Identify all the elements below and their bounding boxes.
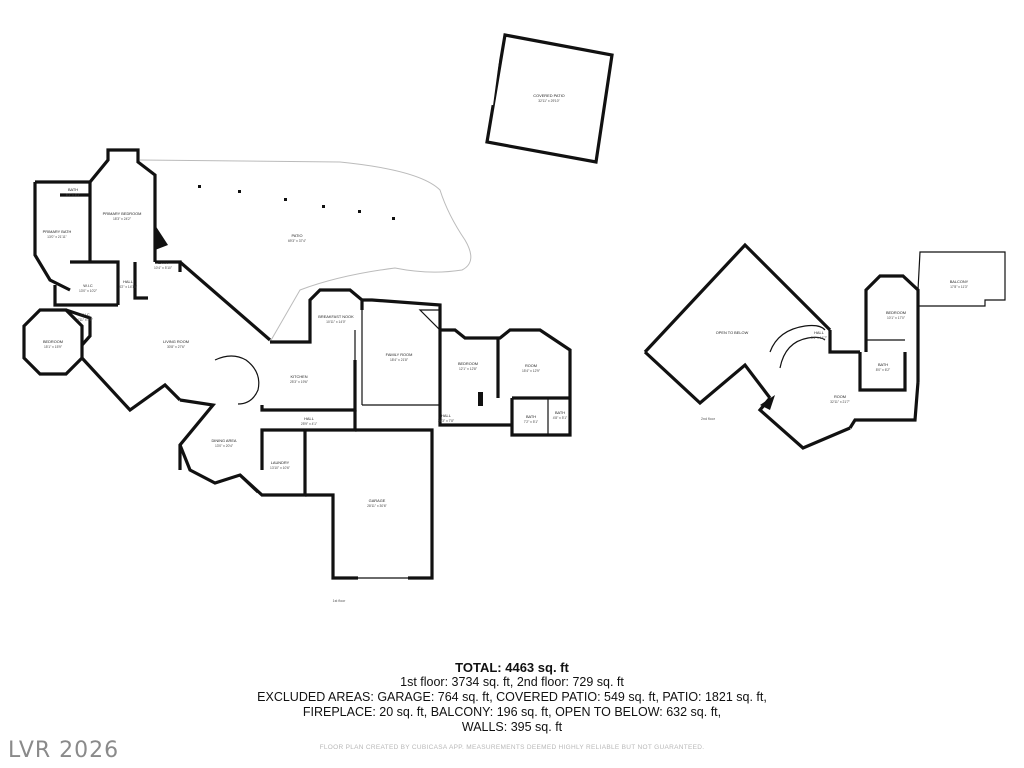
room-name-open-to-below: OPEN TO BELOW xyxy=(716,330,749,335)
room-name-bath-5: BATH xyxy=(878,362,888,367)
room-dims-patio: 69'3" x 37'4" xyxy=(288,239,307,243)
second-floor-walls xyxy=(643,242,1006,450)
room-name-dining-area: DINING AREA xyxy=(211,438,236,443)
room-name-bath-3: BATH xyxy=(526,414,536,419)
room-name-hall-2: HALL xyxy=(304,416,315,421)
room-name-balcony: BALCONY xyxy=(950,279,969,284)
room-name-family-room: FAMILY ROOM xyxy=(386,352,413,357)
excluded-areas-line-2: FIREPLACE: 20 sq. ft, BALCONY: 196 sq. f… xyxy=(302,705,722,719)
room-dims-room-1: 15'4" x 12'9" xyxy=(522,369,541,373)
room-dims-wic-1: 13'0" x 10'2" xyxy=(79,289,98,293)
room-name-kitchen: KITCHEN xyxy=(290,374,307,379)
room-name-living-room: LIVING ROOM xyxy=(163,339,189,344)
room-dims-bath-1: 5'1" x 6'1" xyxy=(66,193,81,197)
room-name-bedroom-3: BEDROOM xyxy=(886,310,906,315)
room-dims-dining-area: 13'0" x 20'4" xyxy=(215,444,234,448)
room-dims-bath-5: 8'0" x 6'2" xyxy=(876,368,891,372)
room-name-hall-1: HALL xyxy=(123,279,134,284)
room-name-primary-bedroom: PRIMARY BEDROOM xyxy=(103,211,142,216)
room-dims-bedroom-2: 12'1" x 12'8" xyxy=(459,367,478,371)
room-dims-bedroom-1: 15'1" x 15'9" xyxy=(44,345,63,349)
floor-areas-line: 1st floor: 3734 sq. ft, 2nd floor: 729 s… xyxy=(400,675,624,689)
floor-plan-diagram: COVERED PATIO 32'11" x 29'10" PATIO 69'3… xyxy=(22,33,1006,603)
excluded-areas-line-3: WALLS: 395 sq. ft xyxy=(461,720,563,734)
patio-outline xyxy=(139,159,472,343)
room-dims-covered-patio: 32'11" x 29'10" xyxy=(538,99,560,103)
first-floor-walls xyxy=(22,148,572,580)
room-name-bedroom-1: BEDROOM xyxy=(43,339,63,344)
room-dims-hall-1: 4'2" x 14'10" xyxy=(119,285,138,289)
room-dims-primary-bedroom: 18'3" x 24'2" xyxy=(113,217,132,221)
room-dims-hall-3: 34'3" x 7'8" xyxy=(438,419,455,423)
room-dims-family-room: 18'4" x 21'8" xyxy=(390,358,409,362)
room-dims-hall-2: 25'9" x 4'1" xyxy=(301,422,318,426)
second-floor-label: 2nd floor xyxy=(701,417,716,421)
room-name-hall-3: HALL xyxy=(441,413,452,418)
excluded-areas-line-1: EXCLUDED AREAS: GARAGE: 764 sq. ft, COVE… xyxy=(257,690,767,704)
room-name-laundry: LAUNDRY xyxy=(271,460,290,465)
room-name-bath-4: BATH xyxy=(555,410,565,415)
room-dims-garage: 28'11" x 30'6" xyxy=(367,504,387,508)
room-name-room-1: ROOM xyxy=(525,363,537,368)
room-dims-bath-4: 4'8" x 5'1" xyxy=(553,416,568,420)
room-name-bath-1: BATH xyxy=(68,187,78,192)
first-floor-label: 1st floor xyxy=(333,599,347,603)
patio-posts xyxy=(198,185,395,220)
total-area: TOTAL: 4463 sq. ft xyxy=(455,660,569,675)
room-name-wic-2: W.I.C xyxy=(80,312,90,317)
room-name-bath-2: BATH xyxy=(158,260,168,265)
room-dims-balcony: 17'8" x 11'3" xyxy=(950,285,969,289)
room-labels: COVERED PATIO 32'11" x 29'10" PATIO 69'3… xyxy=(43,93,969,603)
room-name-patio: PATIO xyxy=(291,233,302,238)
room-name-bedroom-2: BEDROOM xyxy=(458,361,478,366)
room-name-wic-1: W.I.C xyxy=(83,283,93,288)
room-dims-breakfast-nook: 10'11" x 14'0" xyxy=(326,320,346,324)
room-dims-room-2: 32'11" x 21'7" xyxy=(830,400,850,404)
room-name-garage: GARAGE xyxy=(369,498,386,503)
room-dims-primary-bath: 13'0" x 21'11" xyxy=(47,235,67,239)
room-dims-bedroom-3: 10'1" x 17'0" xyxy=(887,316,906,320)
room-dims-bath-3: 7'2" x 5'1" xyxy=(524,420,539,424)
room-dims-wic-2: 4'11" x 5'6" xyxy=(77,318,94,322)
room-dims-hall-4: 5'4" x 14'7" xyxy=(811,336,828,340)
watermark: LVR 2026 xyxy=(8,738,120,763)
room-name-breakfast-nook: BREAKFAST NOOK xyxy=(318,314,354,319)
room-name-room-2: ROOM xyxy=(834,394,846,399)
room-dims-living-room: 30'8" x 27'6" xyxy=(167,345,186,349)
room-dims-laundry: 13'10" x 10'6" xyxy=(270,466,291,470)
covered-patio-outline xyxy=(485,33,614,164)
room-dims-kitchen: 25'3" x 19'6" xyxy=(290,380,309,384)
room-name-primary-bath: PRIMARY BATH xyxy=(43,229,72,234)
room-name-hall-4: HALL xyxy=(814,330,825,335)
disclaimer-text: FLOOR PLAN CREATED BY CUBICASA APP. MEAS… xyxy=(319,744,705,751)
room-name-covered-patio: COVERED PATIO xyxy=(533,93,564,98)
room-dims-bath-2: 10'4" x 5'10" xyxy=(154,266,173,270)
